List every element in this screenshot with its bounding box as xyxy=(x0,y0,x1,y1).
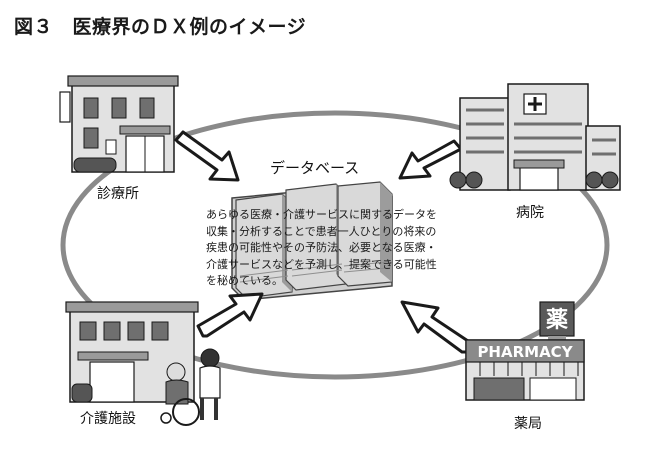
hospital-building-icon xyxy=(449,83,621,191)
arrow-care-to-database-icon xyxy=(196,292,264,338)
arrow-pharmacy-to-database-icon xyxy=(400,300,476,354)
hospital-label: 病院 xyxy=(516,205,544,221)
clinic-label: 診療所 xyxy=(97,186,139,202)
care-facility-label: 介護施設 xyxy=(80,411,136,427)
figure-title: 図３ 医療界のＤＸ例のイメージ xyxy=(14,16,307,38)
care-facility-icon xyxy=(65,301,221,426)
database-label: データベース xyxy=(270,159,360,177)
clinic-building-icon xyxy=(59,75,179,173)
pharmacy-sign-text: PHARMACY xyxy=(477,343,573,361)
database-description: あらゆる医療・介護サービスに関するデータを収集・分析することで患者一人ひとりの将… xyxy=(206,208,437,287)
cycle-ellipse xyxy=(60,110,610,380)
arrow-clinic-to-database-icon xyxy=(174,130,240,182)
pharmacy-store-icon xyxy=(465,301,585,401)
database-servers-icon xyxy=(231,181,393,301)
pharmacy-label: 薬局 xyxy=(514,416,542,432)
arrow-hospital-to-database-icon xyxy=(398,139,463,180)
pharmacy-kanji-sign: 薬 xyxy=(546,308,568,333)
